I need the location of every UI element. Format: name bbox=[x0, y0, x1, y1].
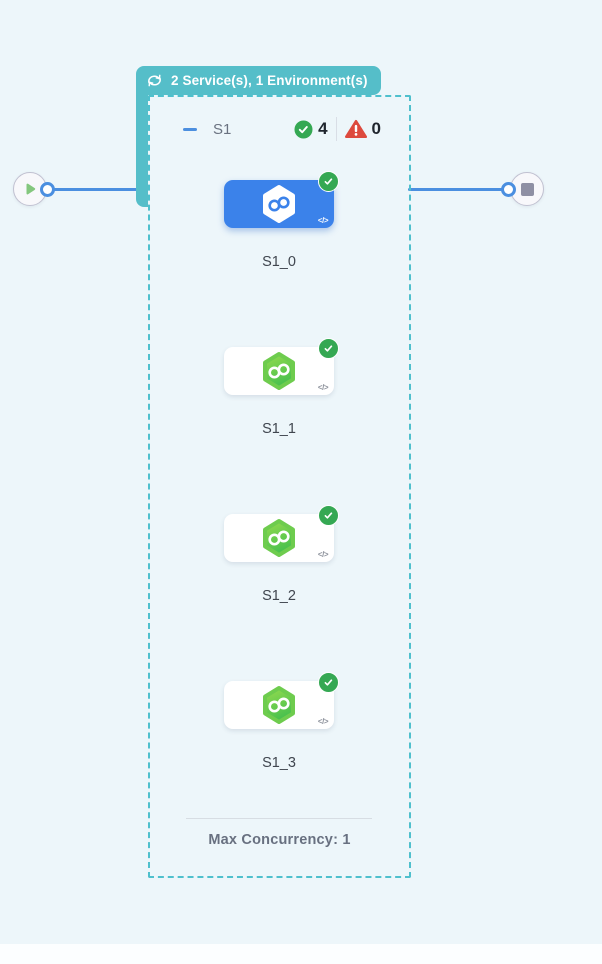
stage-tab-strip bbox=[136, 80, 148, 207]
play-icon bbox=[22, 181, 38, 197]
stage-header: S1 4 0 bbox=[148, 111, 411, 147]
step-card-s1-3[interactable]: </> bbox=[224, 672, 339, 729]
max-concurrency-label: Max Concurrency: 1 bbox=[208, 832, 351, 848]
start-port[interactable] bbox=[40, 182, 55, 197]
stage-name[interactable]: S1 bbox=[213, 120, 232, 138]
stage-badge-label: 2 Service(s), 1 Environment(s) bbox=[171, 73, 368, 88]
code-icon: </> bbox=[317, 383, 329, 392]
step-success-badge bbox=[318, 338, 339, 359]
code-icon: </> bbox=[317, 550, 329, 559]
stage-group-border bbox=[148, 95, 411, 878]
step-success-badge bbox=[318, 171, 339, 192]
connector-line-end bbox=[408, 188, 505, 191]
service-hexagon-icon bbox=[261, 518, 297, 558]
step-label[interactable]: S1_0 bbox=[262, 254, 296, 270]
step-card-s1-0[interactable]: </> bbox=[224, 171, 339, 228]
step-card-s1-2[interactable]: </> bbox=[224, 505, 339, 562]
service-hexagon-icon bbox=[261, 685, 297, 725]
stop-icon bbox=[520, 182, 534, 196]
service-hexagon-icon bbox=[261, 351, 297, 391]
step-card-s1-1[interactable]: </> bbox=[224, 338, 339, 395]
collapse-icon[interactable] bbox=[183, 127, 197, 131]
step-node: </> S1_3 bbox=[224, 672, 339, 771]
step-label[interactable]: S1_2 bbox=[262, 588, 296, 604]
step-node: </> S1_2 bbox=[224, 505, 339, 604]
loop-icon bbox=[146, 73, 163, 88]
count-divider bbox=[335, 117, 337, 141]
error-count: 0 bbox=[371, 119, 381, 138]
step-label[interactable]: S1_3 bbox=[262, 755, 296, 771]
success-check-icon bbox=[294, 120, 313, 139]
step-success-badge bbox=[318, 505, 339, 526]
warning-triangle-icon bbox=[344, 119, 367, 139]
footer-divider bbox=[186, 818, 372, 819]
bottom-strip bbox=[0, 944, 602, 964]
step-node: </> S1_1 bbox=[224, 338, 339, 437]
stage-services-badge[interactable]: 2 Service(s), 1 Environment(s) bbox=[136, 66, 381, 95]
connector-line-start bbox=[46, 188, 141, 191]
step-success-badge bbox=[318, 672, 339, 693]
code-icon: </> bbox=[317, 717, 329, 726]
step-node: </> S1_0 bbox=[224, 171, 339, 270]
step-label[interactable]: S1_1 bbox=[262, 421, 296, 437]
code-icon: </> bbox=[317, 216, 329, 225]
success-count: 4 bbox=[318, 119, 328, 138]
end-port[interactable] bbox=[501, 182, 516, 197]
service-hexagon-icon bbox=[261, 184, 297, 224]
